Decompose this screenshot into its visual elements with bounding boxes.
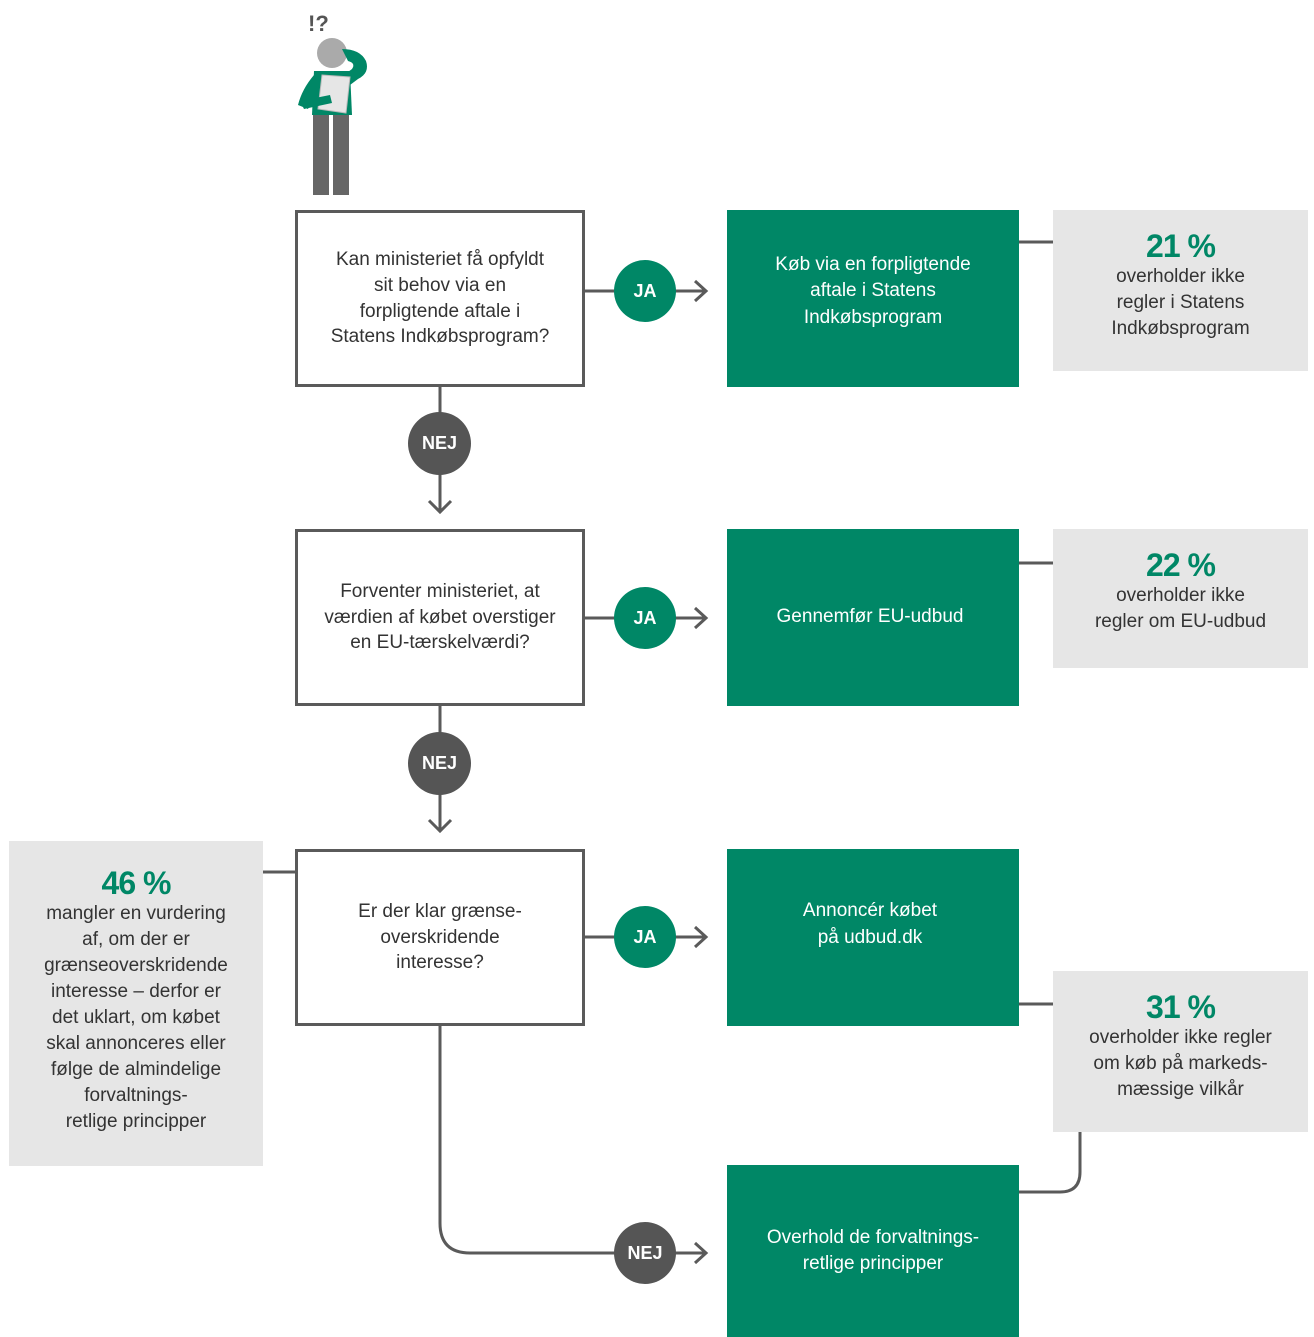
question-box-1: Kan ministeriet få opfyldt sit behov via… [295,210,585,387]
arrowhead-yes-2 [693,606,709,630]
question-box-2: Forventer ministeriet, at værdien af køb… [295,529,585,706]
action-box-3: Annoncér købet på udbud.dk [727,849,1019,1026]
arrowhead-yes-3 [693,925,709,949]
confused-person-icon: !? [298,11,367,195]
question-symbol: !? [308,11,329,36]
stat-text: overholder ikke regler om køb på markeds… [1089,1026,1272,1100]
arrowhead-yes-1 [693,279,709,303]
stat-percent: 31 % [1146,989,1216,1025]
action-box-2: Gennemfør EU-udbud [727,529,1019,706]
stat-text: overholder ikke regler om EU-udbud [1094,584,1267,632]
action-box-1: Køb via en forpligtende aftale i Statens… [727,210,1019,387]
connector-stat-3b [1019,1114,1082,1194]
stat-text: mangler en vurdering af, om der er græns… [44,902,228,1132]
stat-percent: 22 % [1146,547,1216,583]
question-box-3: Er der klar grænse- overskridende intere… [295,849,585,1026]
no-badge-1: NEJ [408,412,471,475]
action-box-4: Overhold de forvaltnings- retlige princi… [727,1165,1019,1337]
stat-text: overholder ikke regler i Statens Indkøbs… [1111,265,1250,339]
stat-percent: 21 % [1146,228,1216,264]
no-badge-3: NEJ [614,1222,676,1284]
yes-badge-2: JA [614,587,676,649]
connector-no-3 [438,1026,705,1255]
stat-box-3: 31 % overholder ikke regler om køb på ma… [1053,971,1308,1132]
arrowhead-no-3 [693,1241,709,1265]
stat-box-2: 22 % overholder ikke regler om EU-udbud [1053,529,1308,668]
no-badge-2: NEJ [408,732,471,795]
stat-box-4: 46 % mangler en vurdering af, om der er … [9,841,263,1166]
yes-badge-3: JA [614,906,676,968]
arrowhead-no-1 [427,499,453,515]
arrowhead-no-2 [427,818,453,834]
stat-box-1: 21 % overholder ikke regler i Statens In… [1053,210,1308,371]
stat-percent: 46 % [101,865,172,901]
yes-badge-1: JA [614,260,676,322]
